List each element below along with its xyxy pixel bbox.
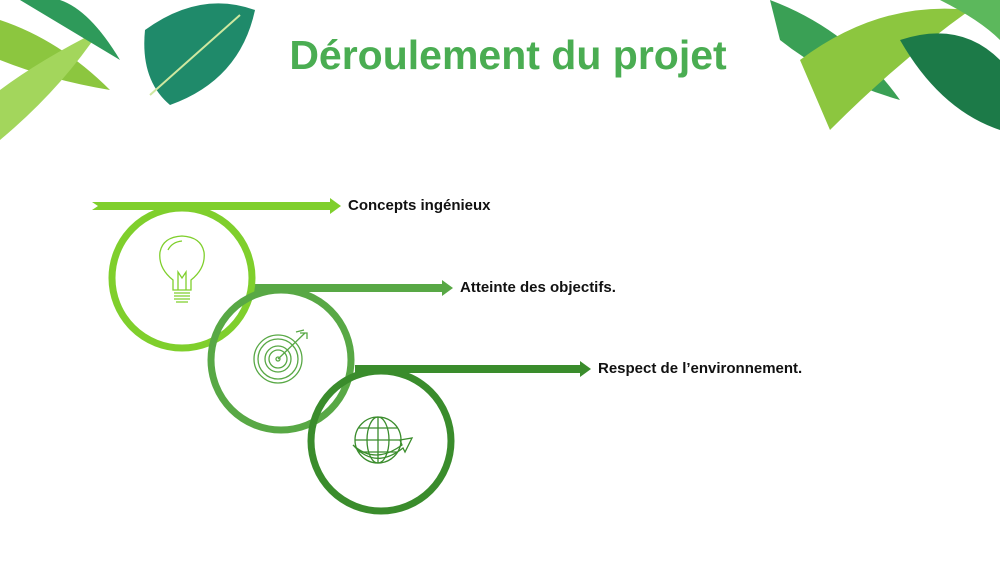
page-title: Déroulement du projet bbox=[289, 32, 727, 78]
step-label-2: Atteinte des objectifs. bbox=[460, 279, 616, 296]
palm-leaves-top-left bbox=[0, 0, 255, 140]
step-arrow-1 bbox=[92, 198, 341, 214]
step-label-3: Respect de l’environnement. bbox=[598, 360, 803, 377]
step-circle-3 bbox=[307, 367, 455, 515]
palm-leaves-top-right bbox=[770, 0, 1000, 131]
step-arrow-3 bbox=[355, 361, 591, 377]
step-label-1: Concepts ingénieux bbox=[348, 197, 491, 214]
target-icon bbox=[253, 329, 308, 384]
globe-icon bbox=[352, 416, 414, 464]
step-circle-2 bbox=[207, 286, 355, 434]
lightbulb-icon bbox=[159, 235, 205, 303]
step-circle-1 bbox=[108, 204, 256, 352]
